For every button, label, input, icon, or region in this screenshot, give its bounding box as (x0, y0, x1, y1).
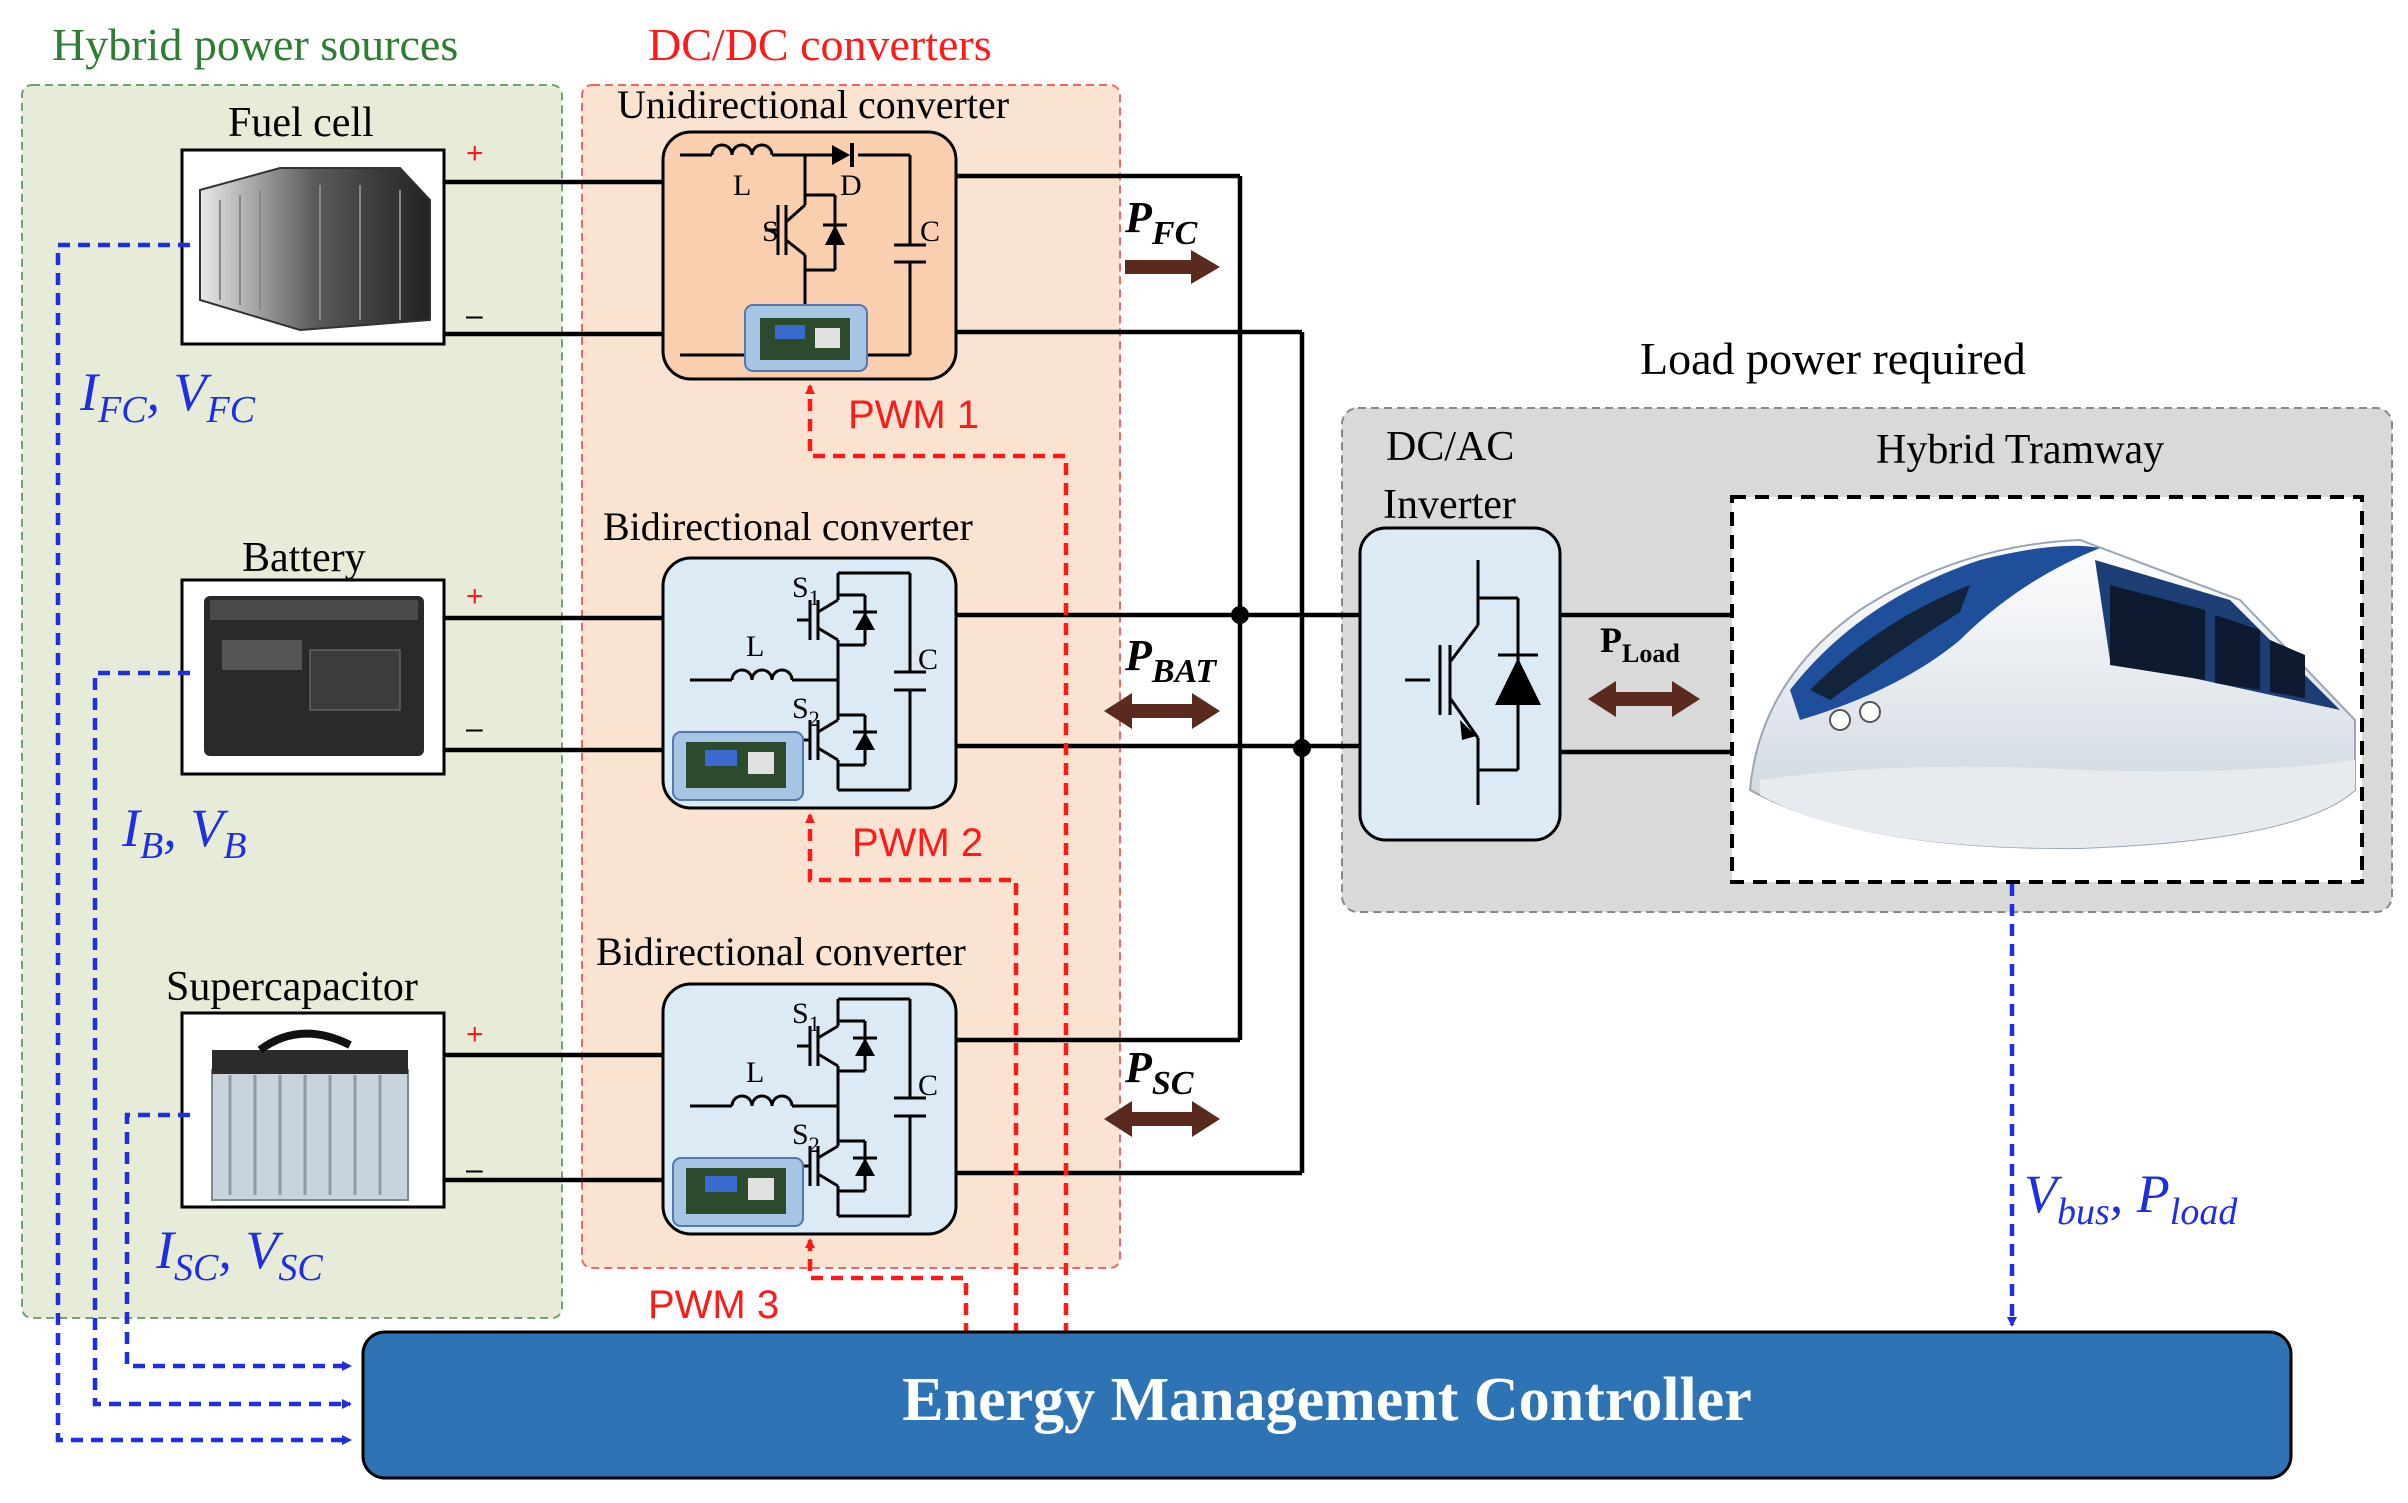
pwm2-label: PWM 2 (852, 821, 983, 865)
bi1-L-label: L (746, 630, 764, 663)
bi1-C-label: C (918, 643, 938, 676)
energy-management-controller (361, 1330, 2293, 1480)
uni-driver-board (744, 304, 868, 372)
pfc-arrow (1125, 250, 1220, 284)
battery-label: Battery (242, 535, 366, 581)
uni-L-label: L (733, 169, 751, 202)
bat-measurement: IB, VB (121, 798, 246, 867)
sc-plus: + (466, 1018, 484, 1051)
bi2-L-label: L (746, 1056, 764, 1089)
fuel-cell-label: Fuel cell (228, 100, 374, 146)
red-pwm-lines (805, 384, 1069, 1335)
bi2-converter-label: Bidirectional converter (596, 929, 966, 974)
uni-converter-box (661, 130, 958, 381)
pfc-label: PFC (1124, 193, 1198, 252)
pwm3-label: PWM 3 (648, 1283, 779, 1327)
pbat-label: PBAT (1124, 631, 1217, 690)
inverter-label-line1: DC/AC (1386, 424, 1514, 470)
bus-node-negative (1293, 739, 1311, 757)
supercap-label: Supercapacitor (166, 964, 418, 1010)
converters-group-title: DC/DC converters (648, 19, 992, 70)
pload-arrow (1588, 681, 1700, 717)
bi1-driver-board (672, 731, 804, 801)
fc-plus: + (466, 137, 484, 170)
fuel-cell-image (180, 148, 446, 346)
bi1-circuit (690, 571, 926, 792)
bi1-S1-label: S1 (792, 571, 820, 610)
supercap-image (180, 1011, 446, 1209)
bat-minus: – (466, 712, 483, 745)
bi1-S2-label: S2 (792, 692, 820, 731)
sources-group-title: Hybrid power sources (52, 19, 458, 70)
fc-measurement: IFC, VFC (79, 362, 256, 431)
fc-minus: – (466, 299, 483, 332)
pwm1-label: PWM 1 (848, 393, 979, 437)
bi2-C-label: C (918, 1069, 938, 1102)
uni-S-label: S (762, 215, 779, 248)
pload-label: PLoad (1600, 620, 1680, 668)
tram-label: Hybrid Tramway (1876, 427, 2164, 473)
psc-arrow (1104, 1101, 1220, 1137)
psc-label: PSC (1124, 1043, 1194, 1102)
battery-image (180, 578, 446, 776)
pbat-arrow (1104, 693, 1220, 729)
uni-converter-label: Unidirectional converter (617, 82, 1009, 127)
inverter-box (1358, 526, 1562, 842)
load-group-title: Load power required (1640, 333, 2026, 384)
sc-measurement: ISC, VSC (155, 1220, 323, 1289)
bi2-S1-label: S1 (792, 997, 820, 1036)
blue-signal-lines (55, 242, 2017, 1445)
bus-measurement: Vbus, Pload (2024, 1164, 2238, 1233)
bi2-circuit (690, 997, 926, 1218)
tram-image (1748, 538, 2356, 850)
controller-label: Energy Management Controller (902, 1366, 1751, 1434)
inverter-label-line2: Inverter (1383, 482, 1516, 528)
bi2-S2-label: S2 (792, 1118, 820, 1157)
bi2-driver-board (672, 1157, 804, 1227)
bi1-converter-label: Bidirectional converter (603, 504, 973, 549)
uni-C-label: C (920, 215, 940, 248)
source-wires (444, 179, 663, 1183)
uni-D-label: D (840, 169, 862, 202)
bus-node-positive (1231, 606, 1249, 624)
bat-plus: + (466, 580, 484, 613)
inverter-igbt-symbol (1405, 560, 1541, 805)
